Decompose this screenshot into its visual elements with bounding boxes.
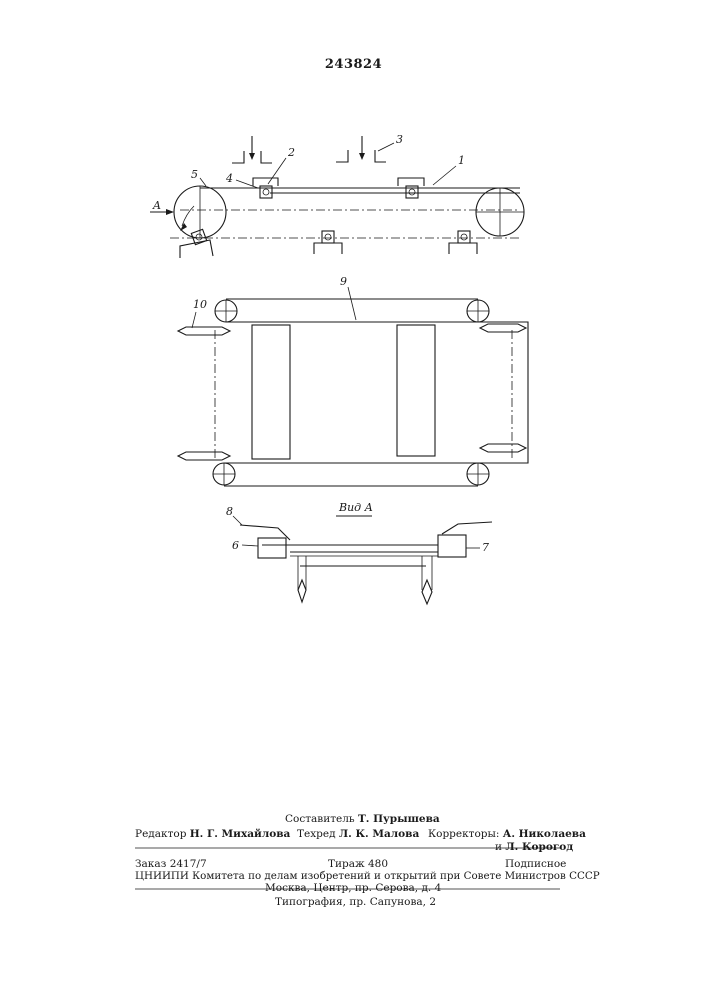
label-5: 5 xyxy=(191,168,198,181)
corrector-2: Л. Корогод xyxy=(505,841,573,853)
printing-house: Типография, пр. Сапунова, 2 xyxy=(275,896,436,909)
techred-role: Техред xyxy=(297,828,336,840)
techred-line: Техред Л. К. Малова xyxy=(297,828,419,841)
corrector-2-line: и Л. Корогод xyxy=(495,841,573,854)
label-10: 10 xyxy=(193,298,207,311)
label-8: 8 xyxy=(226,505,233,518)
editor-line: Редактор Н. Г. Михайлова xyxy=(135,828,290,841)
compiler-role: Составитель xyxy=(285,813,355,825)
correctors-role: Корректоры: xyxy=(428,828,499,840)
editor-name: Н. Г. Михайлова xyxy=(190,828,291,840)
correctors-line: Корректоры: А. Николаева xyxy=(428,828,586,841)
figure-view-a: Вид А 8 6 7 xyxy=(226,501,492,604)
figure-side-view: A 5 4 2 3 1 xyxy=(150,133,524,258)
corrector-2-prefix: и xyxy=(495,841,502,853)
figure-plan-view: 9 10 xyxy=(178,275,528,486)
label-1: 1 xyxy=(458,154,465,167)
label-6: 6 xyxy=(232,539,239,552)
label-2: 2 xyxy=(287,146,295,159)
corrector-1: А. Николаева xyxy=(503,828,586,840)
compiler-name: Т. Пурышева xyxy=(358,813,440,825)
label-view-a: Вид А xyxy=(338,501,373,514)
label-7: 7 xyxy=(482,541,489,554)
label-9: 9 xyxy=(340,275,347,288)
label-4: 4 xyxy=(225,172,233,185)
label-3: 3 xyxy=(396,133,403,146)
address-line: Москва, Центр, пр. Серова, д. 4 xyxy=(265,882,441,895)
editor-role: Редактор xyxy=(135,828,186,840)
techred-name: Л. К. Малова xyxy=(339,828,419,840)
label-a: A xyxy=(152,199,161,212)
compiler-line: Составитель Т. Пурышева xyxy=(285,813,440,826)
